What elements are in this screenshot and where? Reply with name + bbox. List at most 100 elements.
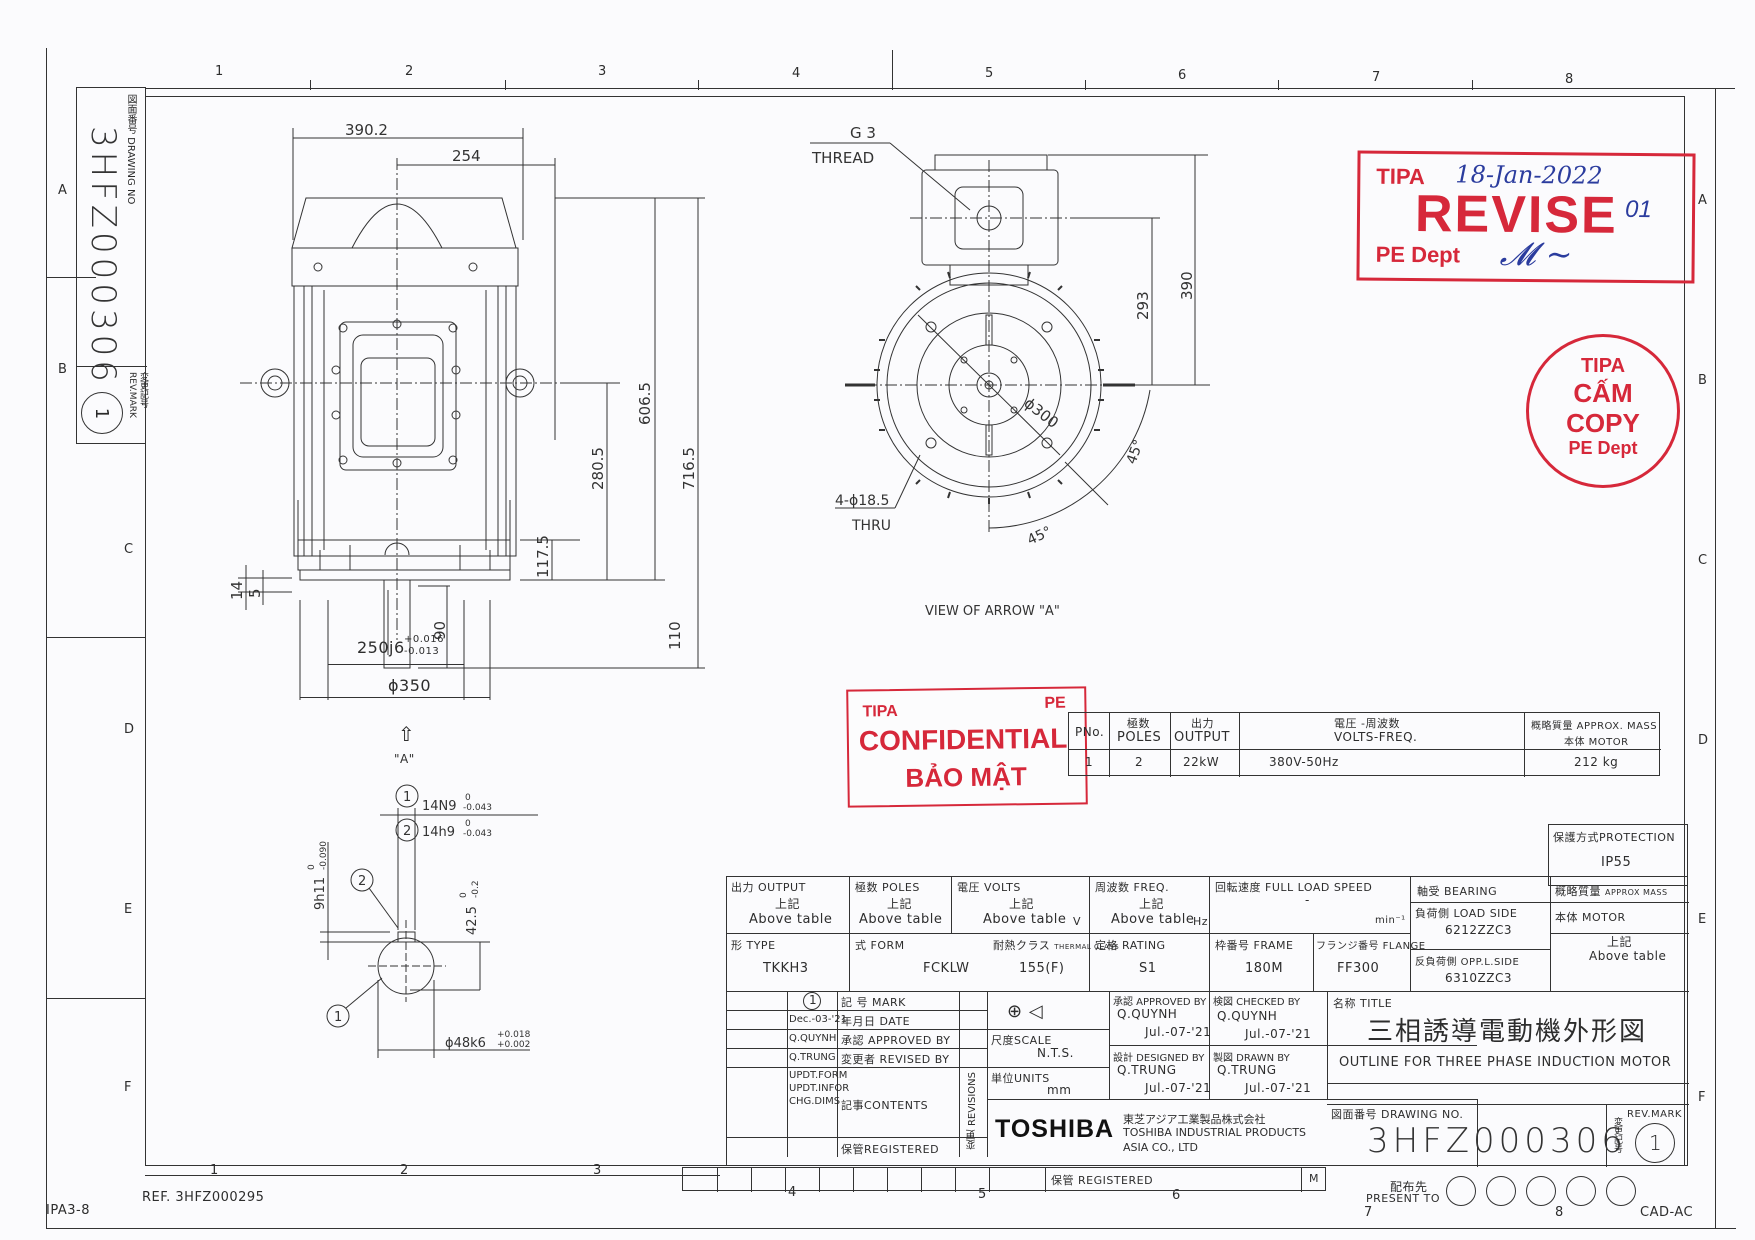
divider xyxy=(959,991,960,1157)
divider xyxy=(951,877,952,933)
dim-pcd: ϕ300 xyxy=(1021,394,1062,432)
column-label: 1 xyxy=(210,1163,219,1178)
registered-strip: 保管 REGISTERED M xyxy=(682,1167,1326,1192)
row-label: F xyxy=(124,1080,132,1095)
company-en-2: ASIA CO., LTD xyxy=(1123,1141,1198,1154)
dim-line-spigot xyxy=(328,664,464,665)
form-label: 式 FORM xyxy=(855,939,905,952)
flange-value: FF300 xyxy=(1337,961,1380,976)
output-value-jp: 上記 xyxy=(775,897,801,911)
side-rev-mark-circle: 1 xyxy=(81,392,123,434)
column-label: 3 xyxy=(593,1163,602,1178)
title-en: OUTLINE FOR THREE PHASE INDUCTION MOTOR xyxy=(1339,1055,1672,1070)
confidential-stamp-line2: BẢO MẬT xyxy=(905,761,1027,793)
header-poles-jp: 極数 xyxy=(1127,717,1150,730)
key-1-tol-lower: -0.043 xyxy=(463,803,492,813)
divider xyxy=(1089,877,1090,991)
present-to: PRESENT TO xyxy=(1366,1192,1440,1205)
column-label: 2 xyxy=(405,64,414,79)
rev-contents-2: UPDT.INFOR xyxy=(789,1083,850,1094)
reference-drawing: REF. 3HFZ000295 xyxy=(142,1190,265,1205)
rev-registered-label: 保管REGISTERED xyxy=(841,1143,940,1156)
ruler-tick xyxy=(46,277,96,278)
right-ruler-line xyxy=(1715,88,1716,1228)
rev-contents-3: CHG.DIMS xyxy=(789,1096,841,1107)
divider xyxy=(77,366,147,367)
side-drawing-no: 3HFZ000306 xyxy=(83,126,123,386)
drawing-no-label: 図面番号 DRAWING NO. xyxy=(1331,1108,1464,1121)
ruler-tick xyxy=(1472,80,1473,90)
holes-label-2: THRU xyxy=(851,518,891,534)
present-to-circle[interactable] xyxy=(1606,1176,1636,1206)
divider xyxy=(1477,1099,1478,1167)
row-label: A xyxy=(58,183,68,198)
approved-by-name: Q.QUYNH xyxy=(1117,1007,1178,1021)
thermal-value: 155(F) xyxy=(1019,961,1065,976)
divider xyxy=(1327,1083,1689,1084)
rating-label: 定格 RATING xyxy=(1095,939,1166,952)
units-label: 単位UNITS xyxy=(991,1072,1050,1085)
column-label: 8 xyxy=(1555,1205,1564,1220)
form-value: FCKLW xyxy=(923,961,970,976)
present-to-jp: 配布先 xyxy=(1390,1180,1428,1194)
dim-line-flange xyxy=(300,697,490,698)
rev-mark-label-title: REV.MARK xyxy=(1627,1109,1682,1120)
bearing-opp-value: 6310ZZC3 xyxy=(1445,971,1512,985)
approved-by-date: Jul.-07-'21 xyxy=(1145,1025,1212,1039)
ruler-tick xyxy=(46,998,146,999)
units-value: mm xyxy=(1047,1083,1072,1097)
revisions-vertical-label: 変更 REVISIONS xyxy=(967,1072,978,1150)
no-copy-stamp-org: TIPA xyxy=(1580,355,1626,377)
column-label: 7 xyxy=(1364,1205,1373,1220)
designed-by-name: Q.TRUNG xyxy=(1117,1063,1177,1077)
sheet-code: IPA3-8 xyxy=(46,1203,90,1218)
view-arrow-icon: ⇧ xyxy=(398,722,416,746)
outer-border-bottom xyxy=(46,1228,1736,1229)
freq-unit: Hz xyxy=(1193,915,1209,928)
title-block: 出力 OUTPUT 上記 Above table 極数 POLES 上記 Abo… xyxy=(726,876,1689,1167)
type-value: TKKH3 xyxy=(763,961,809,976)
divider xyxy=(1327,991,1328,1099)
divider xyxy=(1209,991,1210,1099)
dim-110: 110 xyxy=(666,621,684,650)
divider xyxy=(987,1099,1477,1100)
revise-stamp-suffix: 01 xyxy=(1624,195,1652,224)
frame-value: 180M xyxy=(1245,961,1284,976)
drawn-by-label: 製図 DRAWN BY xyxy=(1213,1053,1290,1064)
dim-390: 390 xyxy=(1178,271,1196,300)
column-label: 5 xyxy=(978,1187,987,1202)
checked-by-label: 検図 CHECKED BY xyxy=(1213,997,1301,1008)
present-to-circle[interactable] xyxy=(1446,1176,1476,1206)
revise-stamp-dept: PE Dept xyxy=(1375,241,1461,268)
outer-border-left xyxy=(46,48,47,1228)
protection-label: 保護方式PROTECTION xyxy=(1553,831,1676,844)
side-rev-mark: 1 xyxy=(91,407,113,420)
side-drawing-number-tab: 図面番号 DRAWING NO 3HFZ000306 変更記号 REV.MARK… xyxy=(76,87,148,444)
column-label: 4 xyxy=(792,66,801,81)
divider xyxy=(837,991,838,1157)
key-height-tol-lower: -0.090 xyxy=(319,841,329,870)
divider xyxy=(1606,1104,1607,1167)
divider xyxy=(1550,877,1551,991)
rev-mark-label: 記 号 MARK xyxy=(841,996,906,1009)
present-to-circle[interactable] xyxy=(1566,1176,1596,1206)
present-to-circle[interactable] xyxy=(1526,1176,1556,1206)
divider xyxy=(1410,877,1411,991)
balloon-2-leader-label: 2 xyxy=(358,874,366,889)
revise-stamp: TIPA 18-Jan-2022 REVISE 01 PE Dept 𝓜 ~ xyxy=(1356,150,1696,284)
cell-volts-freq: 380V-50Hz xyxy=(1269,755,1339,769)
divider xyxy=(987,1067,1109,1068)
dim-spigot-tol-upper: +0.016 xyxy=(404,634,445,645)
drawing-no: 3HFZ000306 xyxy=(1367,1121,1627,1161)
rev-mark-vertical-label: 変更記号 xyxy=(1612,1117,1622,1153)
present-to-circle[interactable] xyxy=(1486,1176,1516,1206)
title-jp: 三相誘導電動機外形図 xyxy=(1367,1017,1648,1047)
dim-117-5: 117.5 xyxy=(534,535,552,578)
key-2-tol-upper: 0 xyxy=(465,819,471,829)
rev-mark-title: 1 xyxy=(1649,1131,1662,1155)
volts-value-jp: 上記 xyxy=(1009,897,1035,911)
divider xyxy=(849,877,850,991)
divider xyxy=(1524,713,1525,777)
row-label: C xyxy=(124,542,134,557)
no-copy-stamp: TIPA CẤM COPY PE Dept xyxy=(1526,334,1680,488)
